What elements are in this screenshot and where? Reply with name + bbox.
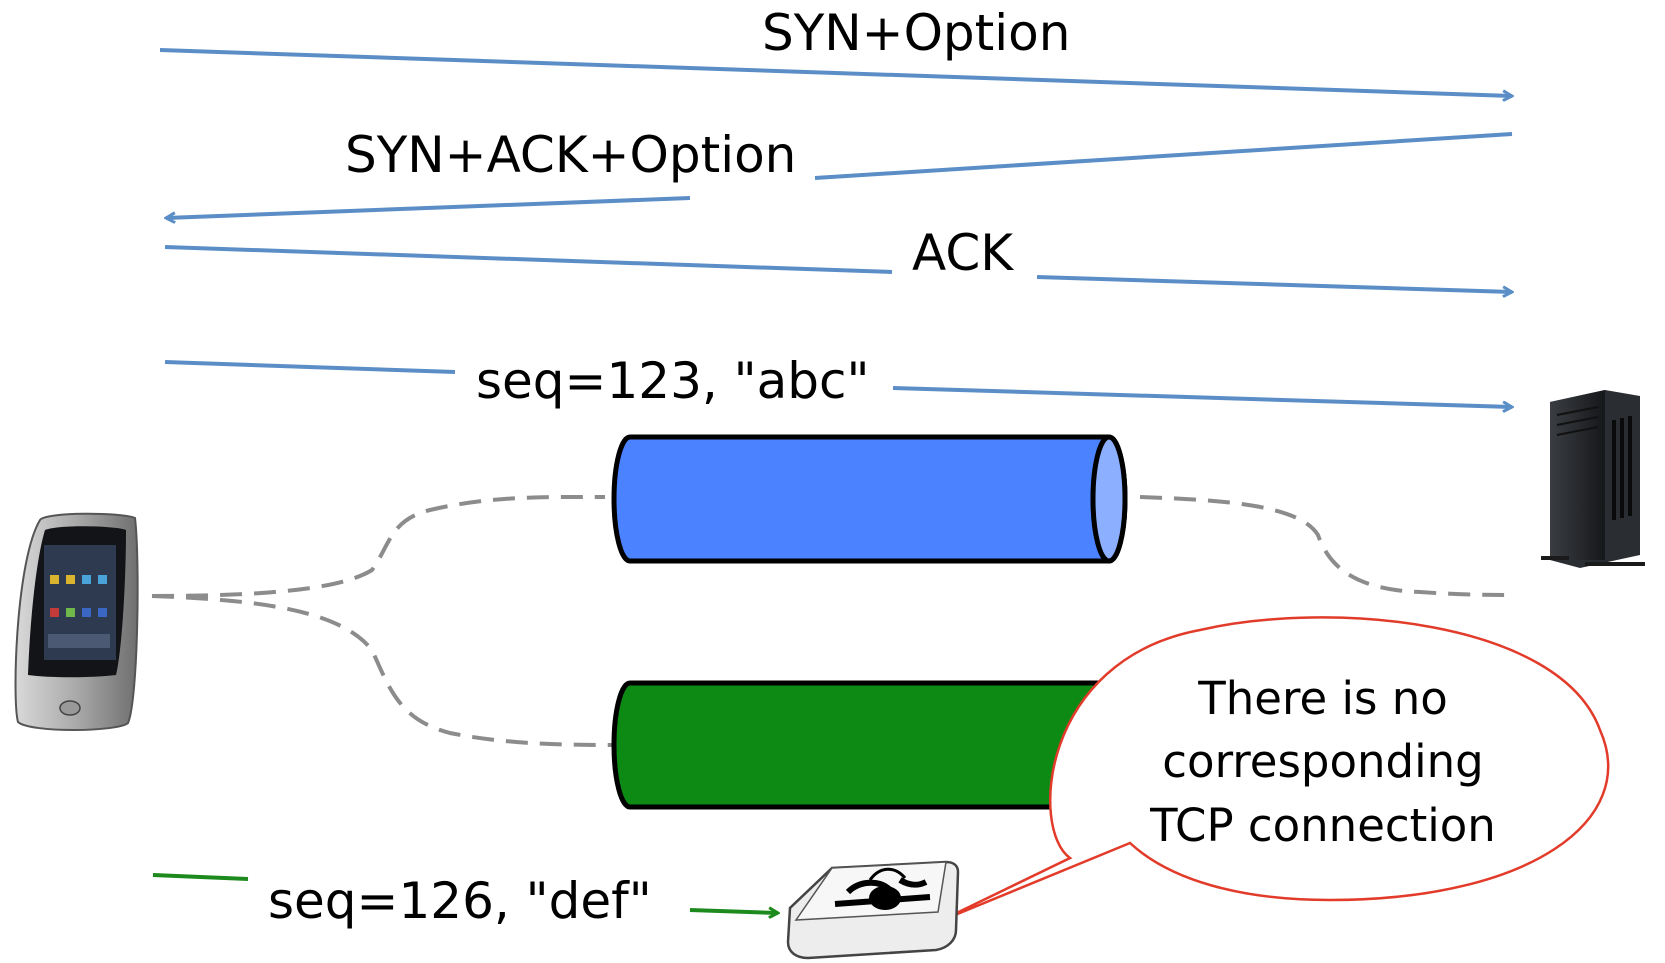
callout-text-line2: corresponding — [1162, 735, 1483, 788]
seq2-label: seq=126, "def" — [268, 872, 652, 930]
seq1-arrow-left — [164, 360, 456, 374]
subflow-path-lower-left — [151, 594, 613, 747]
seq1-arrow-right — [892, 386, 1512, 407]
synack-arrow-head — [166, 196, 691, 218]
server-tower-icon — [1541, 390, 1645, 568]
ack-arrow-right — [1036, 275, 1512, 292]
middlebox-skull-icon — [786, 860, 960, 960]
callout-text-line3: TCP connection — [1149, 799, 1496, 852]
seq2-arrow-right — [689, 910, 778, 913]
synack-label: SYN+ACK+Option — [345, 126, 796, 184]
syn-label: SYN+Option — [762, 4, 1070, 62]
syn-arrow — [159, 48, 1512, 96]
ack-arrow-left — [164, 245, 893, 274]
synack-arrow — [814, 132, 1513, 180]
callout-bubble — [937, 616, 1610, 924]
subflow-tube-green — [611, 680, 1128, 810]
subflow-path-upper-right — [1139, 495, 1516, 597]
callout-text-line1: There is no — [1197, 672, 1448, 725]
smartphone-icon — [14, 512, 139, 731]
subflow-path-upper-left — [151, 494, 606, 598]
subflow-tube-blue — [611, 434, 1128, 564]
seq1-label: seq=123, "abc" — [476, 352, 870, 410]
ack-label: ACK — [912, 224, 1014, 282]
seq2-arrow-left — [152, 873, 249, 881]
